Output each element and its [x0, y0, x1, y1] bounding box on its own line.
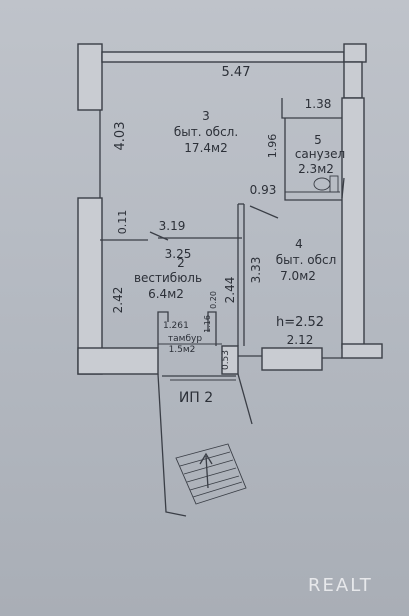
stair-arrow-line — [205, 455, 209, 489]
bathroom-wall-top — [281, 98, 342, 119]
room1-area: 1.5м2 — [169, 345, 196, 355]
door-swing-line-2 — [249, 205, 279, 219]
stair-step — [183, 459, 234, 475]
dim-left: 4.03 — [113, 122, 128, 151]
dim-3-19: 3.19 — [159, 219, 186, 233]
wall-top — [101, 51, 345, 63]
room4-name: быт. обсл — [276, 253, 337, 267]
porch-left-edge — [157, 373, 187, 517]
dim-bath-door: 0.93 — [250, 183, 277, 197]
dim-2-12: 2.12 — [287, 333, 314, 347]
wall-right-upper — [343, 61, 363, 99]
door-swing-line — [149, 231, 169, 241]
room3-number: 3 — [202, 109, 210, 123]
dim-2-42: 2.42 — [111, 287, 125, 314]
room4-area: 7.0м2 — [280, 269, 316, 283]
dim-0-53: 0.53 — [221, 350, 231, 370]
room1-name: тамбур — [168, 334, 202, 344]
stair-step — [186, 467, 237, 483]
dim-0-20: 0.20 — [209, 291, 218, 309]
wall-left-upper — [77, 43, 103, 111]
dim-1-26: 1.26 — [163, 321, 183, 331]
room1-number: 1 — [183, 321, 189, 331]
room2-name: вестибюль — [134, 271, 202, 285]
wall-bottom-mid — [221, 345, 239, 375]
room4-number: 4 — [295, 237, 303, 251]
bathroom-wall — [284, 118, 342, 201]
stair-step — [179, 451, 231, 467]
room3-area: 17.4м2 — [184, 141, 227, 155]
dim-1-16: 1.16 — [203, 315, 212, 333]
toilet-tank-icon — [329, 175, 339, 193]
tambour-left-wall — [157, 311, 169, 348]
wall-top-right-pier — [343, 43, 367, 63]
stair-arrow-head-icon — [199, 452, 213, 465]
stairs — [175, 443, 247, 505]
wall-right-kink — [341, 177, 345, 199]
porch-right-edge — [237, 373, 253, 425]
dim-0-11: 0.11 — [116, 210, 129, 235]
dim-bath-width: 1.38 — [305, 97, 332, 111]
room5-number: 5 — [314, 133, 322, 147]
room5-name: санузел — [295, 147, 345, 161]
stair-step — [192, 481, 243, 498]
room2-area: 6.4м2 — [148, 287, 184, 301]
toilet-icon — [313, 177, 331, 191]
dim-bath-height: 1.96 — [266, 134, 279, 159]
wall-bottom-right — [261, 347, 323, 371]
stair-step — [189, 475, 240, 491]
dim-2-44: 2.44 — [223, 277, 237, 304]
tambour-right-wall — [207, 311, 217, 346]
wall-bottom-left — [77, 347, 159, 375]
ceiling-height: h=2.52 — [276, 315, 324, 330]
room5-area: 2.3м2 — [298, 162, 334, 176]
porch-label: ИП 2 — [179, 390, 213, 406]
dim-3-25: 3.25 — [165, 247, 192, 261]
room3-name: быт. обсл. — [174, 125, 238, 139]
dim-3-33: 3.33 — [249, 257, 263, 284]
dim-top: 5.47 — [222, 65, 251, 80]
room2-number: 2 — [177, 256, 185, 270]
realt-watermark-logo: REALT — [308, 575, 373, 596]
wall-right-lower — [341, 97, 365, 349]
wall-right-pier — [341, 343, 383, 359]
